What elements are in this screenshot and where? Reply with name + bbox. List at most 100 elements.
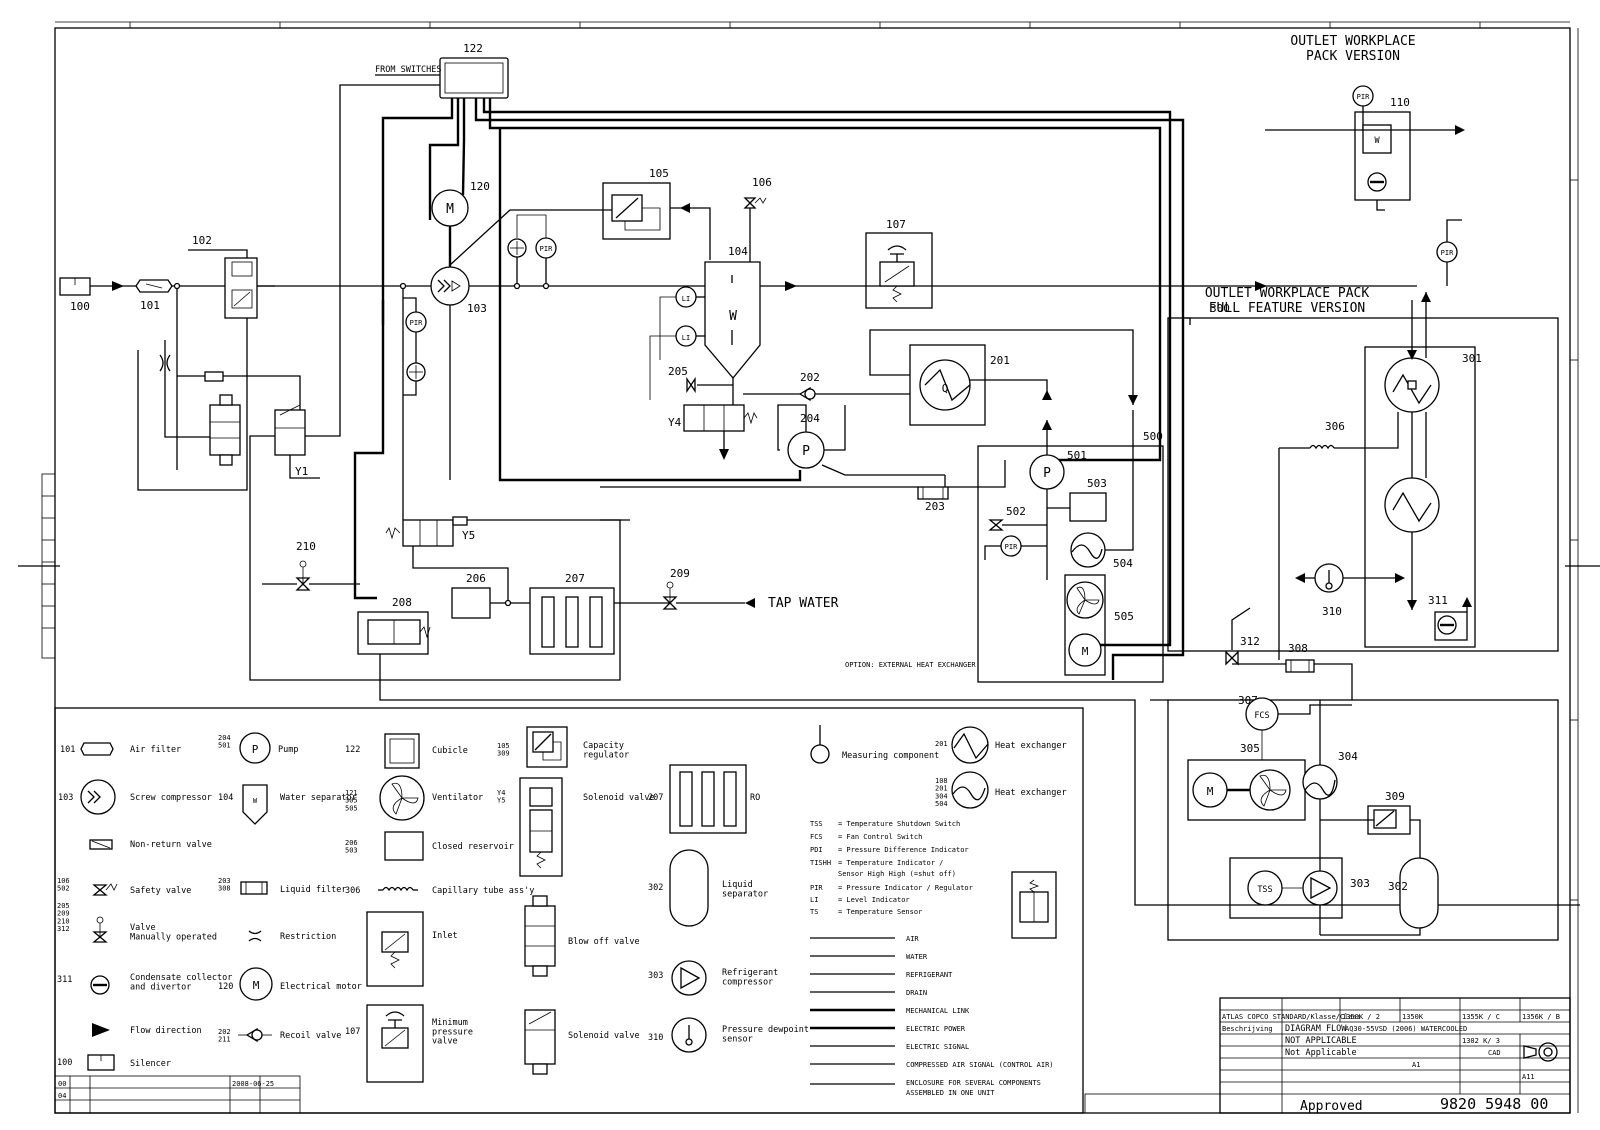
tag-300: 300 [1210,302,1230,315]
legend-num-liqsep: 302 [648,883,663,893]
tag-209: 209 [670,567,690,580]
pump-501-p: P [1043,466,1051,481]
legend-frame [54,707,1084,1114]
abbrev-k0: TSS [810,820,823,828]
line-drain: DRAIN [906,989,927,997]
legend-num-refcomp: 303 [648,971,663,981]
legend-inlet: Inlet [432,931,458,941]
tag-302: 302 [1388,880,1408,893]
cubicle-icon [384,733,420,769]
solenoid-valve-y5: Y5 [385,516,630,602]
legend-hx1: Heat exchanger [995,741,1067,751]
abbrev-v3: = Temperature Indicator / [838,859,943,867]
water-separator-104: 104 W LI LI [649,245,761,410]
tb-treatment: Not Applicable [1285,1048,1357,1058]
legend-num-minpressure: 107 [345,1027,360,1037]
liquid-filter-icon [240,881,268,895]
pir-500: PIR [1005,543,1018,551]
zone-marks [1570,179,1578,901]
tag-208: 208 [392,596,412,609]
pir-outlet: PIR [1441,249,1454,257]
liquid-separator-icon [669,849,709,927]
pump-204: 204 P [777,404,945,476]
li-lower: LI [682,334,690,342]
legend-3way-valve-icon [1011,871,1057,939]
external-hx-box-500: 500 OPTION: EXTERNAL HEAT EXCHANGER P 50… [845,410,1164,683]
abbrev-k1: FCS [810,833,823,841]
legend-col6: Measuring component 201 Heat exchanger 1… [810,725,1067,809]
abbrev-v0: = Temperature Shutdown Switch [838,820,960,828]
projection-icon [1538,1042,1558,1062]
solenoid-valve-icon [519,777,563,877]
refrigerant-box: 307 FCS 305 M 304 309 TSS 303 [1150,694,1559,941]
legend-flow: Flow direction [130,1026,202,1036]
separator-110-w: W [1374,136,1380,146]
silencer-100: 100 [59,277,91,313]
legend-num-separator: 104 [218,793,233,803]
legend-num-dewpoint: 310 [648,1033,663,1043]
tb-size: A1 [1412,1061,1420,1069]
tb-doc-number: 9820 5948 00 [1440,1095,1548,1113]
legend-ventilator: Ventilator [432,793,483,803]
sensors-compressor-out: PIR [399,282,427,520]
legend-blowoff: Blow off valve [568,937,640,947]
tag-501: 501 [1067,449,1087,462]
heat-exchanger-2-icon [951,771,989,809]
legend-reservoir: Closed reservoir [432,842,514,852]
manual-valve-icon [92,931,108,943]
refrigerant-compressor-icon [671,960,707,996]
line-air: AIR [906,935,919,943]
pir-110: PIR [1357,93,1370,101]
title-block: ATLAS COPCO STANDARD/Klasse/Class 1350K … [1219,997,1571,1114]
tb-company: ATLAS COPCO STANDARD/Klasse/Class [1222,1013,1361,1021]
liquid-filter-203: 203 [600,460,1006,513]
legend-cubicle: Cubicle [432,746,468,756]
tag-100: 100 [70,300,90,313]
inlet-icon [366,911,424,987]
tb-desc-label: Beschrijving [1222,1025,1273,1033]
tag-500: 500 [1143,430,1163,443]
full-feature-box-300: 300 301 311 310 306 [1167,292,1559,700]
outlet-pir: PIR [1436,219,1462,286]
tag-205: 205 [668,365,688,378]
revision-04: 04 [58,1092,66,1100]
tap-water-label: TAP WATER [768,596,839,611]
tag-210: 210 [296,540,316,553]
tag-y1: Y1 [295,465,308,478]
legend-num-ro: 207 [648,793,663,803]
cubicle-122: 122 FROM SWITCHES [375,42,509,99]
tag-203: 203 [925,500,945,513]
air-filter-icon [80,742,114,756]
tag-207: 207 [565,572,585,585]
line-refrigerant: REFRIGERANT [906,971,953,979]
pir-after-compressor: PIR [540,245,553,253]
tag-312: 312 [1240,635,1260,648]
option-ext-hx-label: OPTION: EXTERNAL HEAT EXCHANGER [845,661,976,669]
abbrev-v7: = Temperature Sensor [838,908,922,916]
pump-icon [239,732,271,764]
tag-102: 102 [192,234,212,247]
line-signal: ELECTRIC SIGNAL [906,1043,969,1051]
tag-310: 310 [1322,605,1342,618]
drain-group-y4: 205 Y4 [668,365,758,460]
tag-y4: Y4 [668,416,682,429]
abbrev-k5: PIR [810,884,823,892]
legend-nonreturn: Non-return valve [130,840,212,850]
legend-motor: Electrical motor [280,982,362,992]
legend-pump-p: P [252,743,259,756]
solenoid-valve-2-icon [524,1009,556,1065]
legend-num-capillary: 306 [345,886,360,896]
legend-separator-w: W [253,797,258,805]
capillary-tube-icon [382,886,414,892]
abbrev-v1: = Fan Control Switch [838,833,922,841]
screw-compressor-icon [80,779,116,815]
tb-sheet: A11 [1522,1073,1535,1081]
outlet-title-line1: OUTLET WORKPLACE [1290,34,1415,49]
